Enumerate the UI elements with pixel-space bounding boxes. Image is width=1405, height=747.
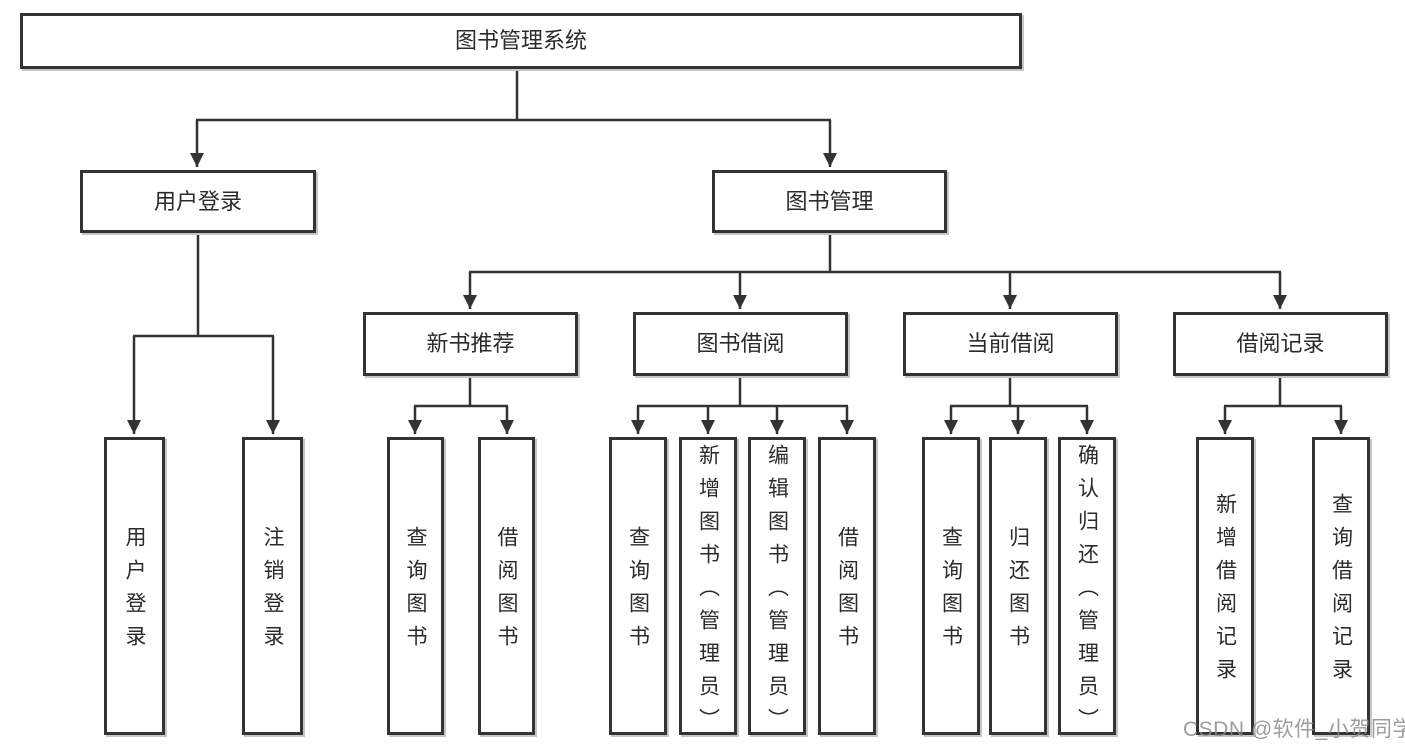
leaf-borrow-book: 借阅图书 [818,437,876,735]
leaf-user-login: 用户登录 [104,437,165,735]
leaf-return-book: 归还图书 [989,437,1047,735]
node-root-system: 图书管理系统 [20,13,1022,69]
node-current-borrow: 当前借阅 [903,312,1118,376]
leaf-label: 查询图书 [404,526,427,658]
node-borrow-records: 借阅记录 [1173,312,1388,376]
leaf-label: 用户登录 [123,526,146,658]
leaf-add-book-admin: 新增图书（管理员） [679,437,737,741]
leaf-label: 查询图书 [626,526,650,658]
leaf-add-borrow-record: 新增借阅记录 [1196,437,1254,735]
node-label: 借阅记录 [1236,331,1325,356]
leaf-label: 新增图书（管理员） [696,443,720,741]
leaf-label: 查询借阅记录 [1329,493,1353,691]
leaf-borrow-book-recommend: 借阅图书 [478,437,535,735]
node-book-borrow: 图书借阅 [633,312,848,376]
csdn-watermark: CSDN @软件_小贺同学 [1183,718,1405,741]
node-label: 图书管理 [785,188,874,214]
leaf-label: 借阅图书 [835,526,859,658]
leaf-label: 确认归还（管理员） [1075,443,1099,741]
leaf-query-borrow-record: 查询借阅记录 [1312,437,1370,735]
leaf-logout: 注销登录 [242,437,303,735]
leaf-label: 新增借阅记录 [1213,493,1237,691]
node-label: 用户登录 [153,188,242,214]
leaf-label: 编辑图书（管理员） [765,443,789,741]
leaf-edit-book-admin: 编辑图书（管理员） [748,437,806,741]
node-label: 新书推荐 [426,331,515,356]
node-new-book-recommend: 新书推荐 [363,312,578,376]
leaf-query-book-current: 查询图书 [922,437,980,735]
node-book-management: 图书管理 [712,170,947,233]
leaf-label: 借阅图书 [495,526,518,658]
node-label: 当前借阅 [966,331,1055,356]
leaf-label: 注销登录 [261,526,284,658]
leaf-query-book-recommend: 查询图书 [387,437,444,735]
node-label: 图书借阅 [696,331,785,356]
node-label: 图书管理系统 [454,28,587,53]
leaf-label: 归还图书 [1006,526,1030,658]
leaf-confirm-return-admin: 确认归还（管理员） [1058,437,1116,741]
leaf-query-book-borrow: 查询图书 [609,437,667,735]
leaf-label: 查询图书 [939,526,963,658]
node-user-login: 用户登录 [80,170,316,233]
